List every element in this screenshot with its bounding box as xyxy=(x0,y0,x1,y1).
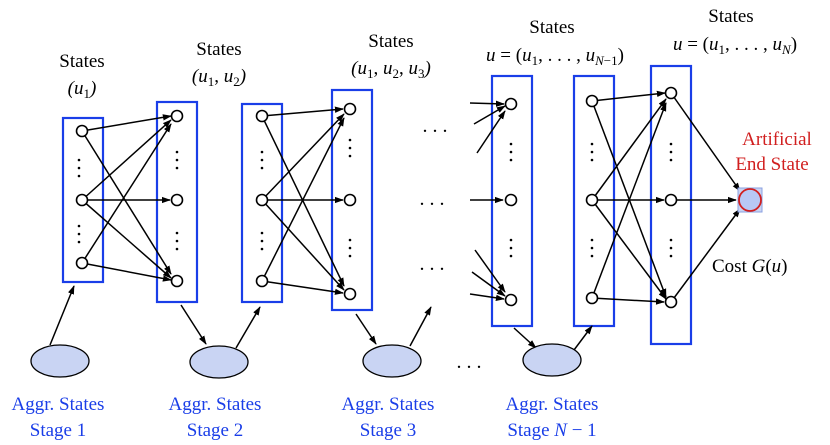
state-node xyxy=(585,94,599,108)
horizontal-ellipsis: . . . xyxy=(423,115,448,137)
vertical-dots xyxy=(77,158,81,244)
state-node xyxy=(75,256,89,270)
end-state-label-line1: Artificial xyxy=(742,129,812,150)
vertical-dots xyxy=(669,142,673,258)
stageN1-label: Stage N − 1 xyxy=(507,420,596,441)
aggregate-state-stage3 xyxy=(362,344,422,378)
stageN1-states-tuple: u = (u1, . . . , uN−1) xyxy=(486,45,624,68)
state-node xyxy=(504,97,518,111)
state-node xyxy=(504,193,518,207)
stageN1b-state-box xyxy=(572,74,616,328)
horizontal-ellipsis: . . . xyxy=(420,188,445,210)
state-node xyxy=(75,124,89,138)
end-state-label-line2: End State xyxy=(735,154,808,175)
vertical-dots xyxy=(175,150,179,251)
aggregate-state-stage1 xyxy=(30,344,90,378)
state-node xyxy=(343,102,357,116)
stage2-state-box xyxy=(155,100,199,304)
state-node xyxy=(585,193,599,207)
stage2-label: Stage 2 xyxy=(187,420,243,441)
end-state-node xyxy=(738,188,762,212)
aggr-states-label-stageN1: Aggr. States xyxy=(506,394,599,415)
aggr-states-label-stage3: Aggr. States xyxy=(342,394,435,415)
state-node xyxy=(170,193,184,207)
vertical-dots xyxy=(509,142,513,258)
state-node xyxy=(343,287,357,301)
stageN-states-tuple: u = (u1, . . . , uN) xyxy=(673,34,797,57)
vertical-dots xyxy=(590,142,594,258)
stage2-states-tuple: (u1, u2) xyxy=(192,66,246,89)
state-node xyxy=(504,293,518,307)
stage3-states-tuple: (u1, u2, u3) xyxy=(351,58,431,81)
state-node xyxy=(585,291,599,305)
state-node xyxy=(255,109,269,123)
stageN1-states-title: States xyxy=(529,17,574,38)
stage1-states-title: States xyxy=(59,51,104,72)
state-node xyxy=(170,109,184,123)
stage1-label: Stage 1 xyxy=(30,420,86,441)
aggregate-state-stageN1 xyxy=(522,343,582,377)
cost-label: Cost G(u) xyxy=(712,256,788,277)
state-node xyxy=(664,193,678,207)
state-node xyxy=(75,193,89,207)
aggregate-state-stage2 xyxy=(189,345,249,379)
stage3-label: Stage 3 xyxy=(360,420,416,441)
stageN-states-title: States xyxy=(708,6,753,27)
aggr-states-label-stage1: Aggr. States xyxy=(12,394,105,415)
stageN1-state-box xyxy=(490,74,534,328)
stage2b-state-box xyxy=(240,102,284,304)
state-node xyxy=(664,86,678,100)
state-node xyxy=(255,193,269,207)
vertical-dots xyxy=(348,138,352,258)
vertical-dots xyxy=(260,150,264,251)
stage1-states-tuple: (u1) xyxy=(68,78,97,101)
stageN-state-box xyxy=(649,64,693,346)
state-node xyxy=(343,193,357,207)
state-node xyxy=(255,274,269,288)
horizontal-ellipsis: . . . xyxy=(420,253,445,275)
horizontal-ellipsis: . . . xyxy=(457,351,482,373)
state-node xyxy=(664,295,678,309)
stage3-states-title: States xyxy=(368,31,413,52)
aggr-states-label-stage2: Aggr. States xyxy=(169,394,262,415)
state-node xyxy=(170,274,184,288)
stage2-states-title: States xyxy=(196,39,241,60)
